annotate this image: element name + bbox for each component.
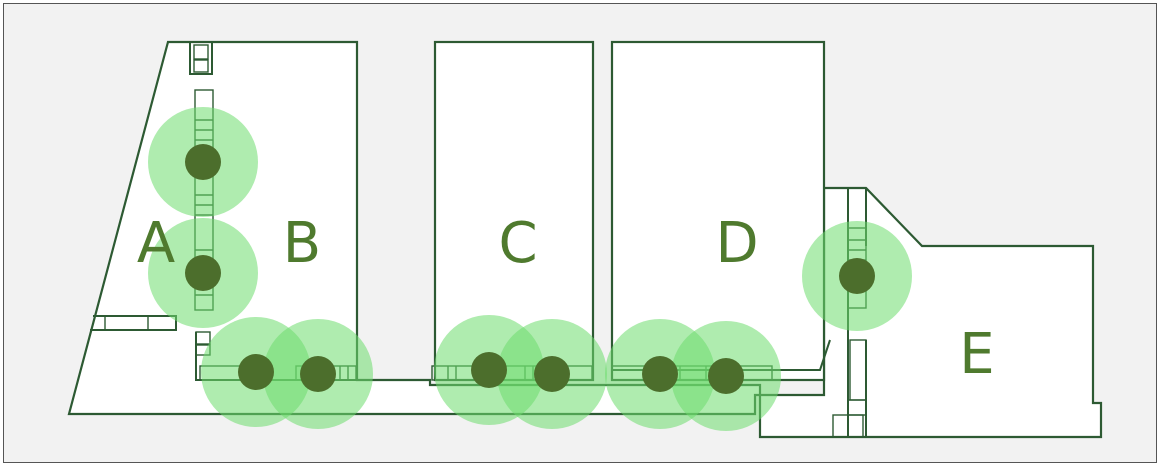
access-point-marker-ap-3 xyxy=(238,354,274,390)
zone-label-a: A xyxy=(137,211,175,276)
access-point-marker-ap-8 xyxy=(708,358,744,394)
access-point-marker-ap-2 xyxy=(185,255,221,291)
access-point-marker-ap-5 xyxy=(471,352,507,388)
access-point-marker-ap-9 xyxy=(839,258,875,294)
access-points-layer xyxy=(185,144,875,394)
zone-label-c: C xyxy=(498,211,537,276)
zone-label-d: D xyxy=(715,211,758,276)
access-point-marker-ap-7 xyxy=(642,356,678,392)
zone-label-e: E xyxy=(959,322,994,387)
access-point-marker-ap-4 xyxy=(300,356,336,392)
zone-label-b: B xyxy=(283,211,321,276)
access-point-marker-ap-1 xyxy=(185,144,221,180)
access-point-marker-ap-6 xyxy=(534,356,570,392)
